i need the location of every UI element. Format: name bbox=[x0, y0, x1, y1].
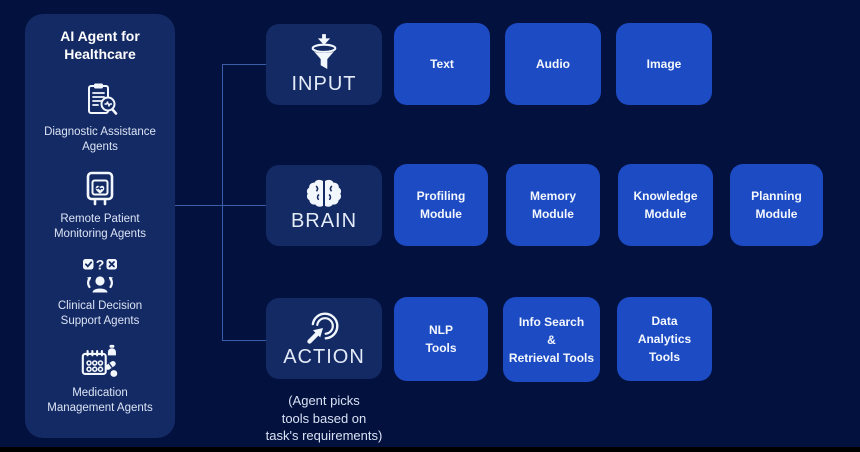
click-cursor-icon bbox=[306, 309, 342, 345]
sidebar-item-label: Remote Patient Monitoring Agents bbox=[53, 212, 147, 240]
action-info-search-box: Info Search & Retrieval Tools bbox=[503, 297, 600, 382]
sidebar-item-diagnostic: Diagnostic Assistance Agents bbox=[44, 82, 156, 154]
action-caption: (Agent picks tools based on task's requi… bbox=[265, 393, 383, 444]
sidebar-item-medication: Medication Management Agents bbox=[47, 343, 153, 415]
sidebar-item-clinical: ? Clinical Decision Support Agents bbox=[58, 256, 142, 328]
sidebar-items: Diagnostic Assistance Agents Remote Pati… bbox=[31, 67, 169, 430]
input-audio-box: Audio bbox=[505, 23, 601, 105]
sidebar-item-monitoring: Remote Patient Monitoring Agents bbox=[54, 169, 146, 241]
module-label: Memory Module bbox=[529, 189, 576, 221]
module-label: Image bbox=[646, 57, 682, 71]
clipboard-search-icon bbox=[80, 82, 120, 122]
module-label: Text bbox=[430, 57, 454, 71]
bottom-black-bar bbox=[0, 447, 860, 452]
brain-memory-box: Memory Module bbox=[506, 164, 600, 246]
connector-sidebar-to-trunk bbox=[175, 205, 222, 206]
action-stage-box: ACTION bbox=[266, 298, 382, 379]
brain-icon bbox=[304, 178, 344, 209]
brain-stage-label: BRAIN bbox=[290, 210, 358, 232]
medication-calendar-icon bbox=[79, 343, 121, 383]
module-label: Data Analytics Tools bbox=[637, 314, 692, 364]
module-label: Audio bbox=[536, 57, 570, 71]
action-data-analytics-box: Data Analytics Tools bbox=[617, 297, 712, 381]
input-stage-box: INPUT bbox=[266, 24, 382, 105]
module-label: Info Search & Retrieval Tools bbox=[508, 314, 595, 365]
module-label: NLP Tools bbox=[425, 323, 457, 355]
patient-monitor-icon bbox=[80, 169, 120, 209]
clinical-decision-icon: ? bbox=[80, 256, 120, 296]
sidebar-item-label: Diagnostic Assistance Agents bbox=[44, 125, 156, 153]
connector-to-action bbox=[222, 340, 266, 341]
healthcare-sidebar: AI Agent for Healthcare bbox=[25, 14, 175, 438]
brain-profiling-box: Profiling Module bbox=[394, 164, 488, 246]
module-label: Profiling Module bbox=[416, 189, 466, 221]
input-stage-label: INPUT bbox=[291, 72, 357, 95]
module-label: Planning Module bbox=[751, 189, 802, 221]
brain-knowledge-box: Knowledge Module bbox=[618, 164, 713, 246]
sidebar-item-label: Medication Management Agents bbox=[47, 386, 153, 414]
connector-to-input bbox=[222, 64, 266, 65]
input-image-box: Image bbox=[616, 23, 712, 105]
brain-planning-box: Planning Module bbox=[730, 164, 823, 246]
sidebar-title: AI Agent for Healthcare bbox=[60, 28, 140, 63]
sidebar-item-label: Clinical Decision Support Agents bbox=[57, 299, 143, 327]
input-text-box: Text bbox=[394, 23, 490, 105]
connector-to-brain bbox=[222, 205, 266, 206]
svg-text:?: ? bbox=[96, 256, 105, 272]
action-nlp-box: NLP Tools bbox=[394, 297, 488, 381]
action-stage-label: ACTION bbox=[283, 345, 365, 368]
funnel-icon bbox=[307, 33, 341, 72]
connector-trunk bbox=[222, 64, 223, 340]
module-label: Knowledge Module bbox=[633, 189, 698, 221]
brain-stage-box: BRAIN bbox=[266, 165, 382, 246]
